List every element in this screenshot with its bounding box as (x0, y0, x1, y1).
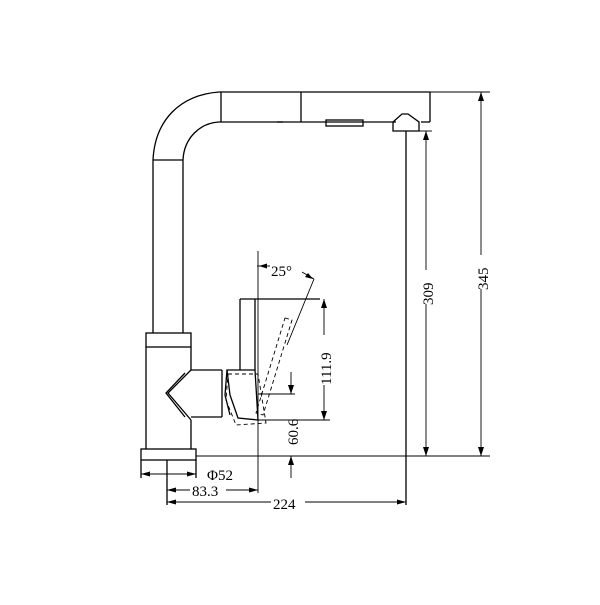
label-25-deg: 25° (271, 264, 292, 280)
label-60-6: 60.6 (286, 418, 302, 445)
dimension-handle-offset: 83.3 (167, 481, 258, 500)
dimension-spout-height: 309 (417, 131, 437, 456)
dimension-handle-angle: 25° (257, 263, 315, 346)
dimension-reach: 224 (167, 494, 406, 513)
dimension-body-height: 60.6 (286, 372, 302, 478)
dimension-overall-height: 345 (472, 92, 492, 456)
dimension-handle-height: 111.9 (315, 299, 335, 420)
label-83-3: 83.3 (192, 484, 218, 500)
label-309: 309 (421, 283, 437, 306)
label-345: 345 (476, 268, 492, 291)
label-224: 224 (273, 497, 296, 513)
dimension-base-diameter: Φ52 (141, 468, 233, 484)
faucet-outline (140, 91, 431, 505)
label-phi-52: Φ52 (207, 468, 233, 484)
label-111-9: 111.9 (319, 352, 335, 385)
